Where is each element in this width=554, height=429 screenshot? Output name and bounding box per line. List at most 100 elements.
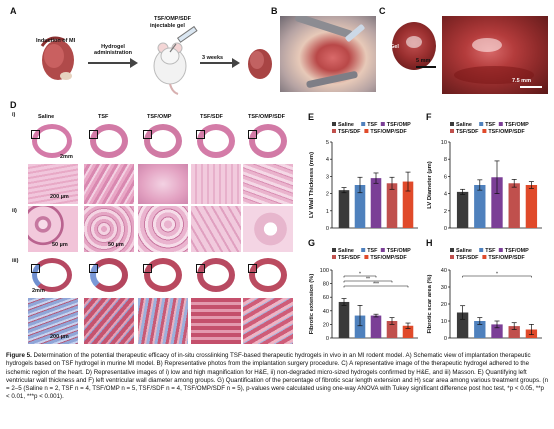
y-tick-label: 2 [326, 192, 329, 198]
bar-tsf-omp-sdf [402, 181, 414, 228]
scale-label-5mm: 5 mm [416, 58, 431, 64]
caption-title: Figure 5. [6, 352, 32, 359]
column-header-tsf-omp-sdf: TSF/OMP/SDF [248, 114, 285, 120]
column-header-tsf-omp: TSF/OMP [147, 114, 172, 120]
legend-label-saline: Saline [456, 122, 472, 128]
legend-label-tsf: TSF [485, 122, 496, 128]
hydrogel-admin-label: Hydrogel administration [94, 44, 132, 56]
legend-label-tsf-sdf: TSF/SDF [338, 129, 361, 135]
he-hydrogel-tsf-omp-sdf [243, 206, 293, 252]
legend-swatch [498, 248, 503, 252]
bar-tsf [354, 315, 366, 338]
panel-label-a: A [10, 6, 17, 16]
he-low-mag-tsf-omp-sdf [243, 122, 293, 162]
masson-low-mag-tsf-sdf [191, 256, 241, 296]
bar-tsf [354, 185, 366, 228]
y-axis-label: LV Diameter (µm) [427, 161, 433, 208]
legend-label-saline: Saline [338, 122, 354, 128]
masson-high-mag-tsf [84, 298, 134, 344]
bar-saline [456, 191, 469, 228]
syringe-icon [169, 25, 198, 53]
row-label-iii: iii) [12, 258, 19, 264]
masson-high-mag-tsf-omp [138, 298, 188, 344]
panel-label-f: F [426, 112, 432, 122]
bar-saline [456, 312, 469, 338]
legend-swatch [479, 248, 484, 252]
he-hydrogel-tsf-sdf [191, 206, 241, 252]
bar-tsf-omp [370, 315, 382, 338]
legend-label-tsf-omp-sdf: TSF/OMP/SDF [370, 255, 407, 261]
scale-label-2mm: 2mm [60, 154, 73, 160]
legend-swatch [332, 248, 336, 252]
y-tick-label: 2 [444, 209, 447, 215]
he-hydrogel-tsf: 50 µm [84, 206, 134, 252]
he-high-mag-saline: 200 µm [28, 164, 78, 204]
he-low-mag-tsf-sdf [191, 122, 241, 162]
he-low-mag-tsf [84, 122, 134, 162]
y-tick-label: 0 [326, 336, 329, 342]
significance-label: * [496, 271, 498, 277]
bar-tsf-sdf [508, 183, 520, 228]
column-header-tsf-sdf: TSF/SDF [200, 114, 223, 120]
legend-swatch [482, 255, 487, 259]
legend-label-saline: Saline [338, 248, 354, 254]
y-tick-label: 4 [444, 192, 447, 198]
masson-high-mag-saline: 200 µm [28, 298, 78, 344]
scale-label-200um: 200 µm [50, 194, 69, 200]
bar-saline [338, 190, 350, 228]
he-high-mag-tsf-sdf [191, 164, 241, 204]
scale-label-75mm: 7.5 mm [512, 78, 531, 84]
bar-tsf-omp-sdf [402, 325, 414, 338]
y-tick-label: 0 [444, 226, 447, 232]
scale-label-50um: 50 µm [108, 242, 124, 248]
legend-label-saline: Saline [456, 248, 472, 254]
legend-label-tsf: TSF [367, 122, 378, 128]
significance-label: * [359, 271, 361, 277]
y-tick-label: 4 [326, 157, 329, 163]
panel-label-d: D [10, 100, 17, 110]
y-tick-label: 5 [326, 140, 329, 146]
legend-swatch [498, 122, 503, 126]
masson-high-mag-tsf-sdf [191, 298, 241, 344]
legend-label-tsf-omp: TSF/OMP [505, 248, 529, 254]
y-tick-label: 60 [323, 295, 329, 301]
bar-tsf [474, 321, 486, 338]
y-tick-label: 1 [326, 209, 329, 215]
induction-label: Induction of MI [36, 38, 76, 44]
y-axis-label: Fibrotic scar area (%) [427, 274, 433, 333]
panel-label-b: B [271, 6, 278, 16]
y-tick-label: 80 [323, 282, 329, 288]
scale-label-2mm: 2mm [32, 288, 45, 294]
y-tick-label: 10 [441, 319, 447, 325]
legend-label-tsf: TSF [367, 248, 378, 254]
he-hydrogel-tsf-omp [138, 206, 188, 252]
he-high-mag-tsf-omp [138, 164, 188, 204]
bar-tsf-sdf [508, 326, 520, 338]
legend-swatch [332, 255, 336, 259]
weeks-label: 3 weeks [202, 55, 224, 61]
y-tick-label: 8 [444, 157, 447, 163]
legend-label-tsf-sdf: TSF/SDF [456, 129, 479, 135]
legend-label-tsf-omp: TSF/OMP [505, 122, 529, 128]
he-low-mag-saline [28, 122, 78, 162]
panel-label-e: E [308, 112, 315, 122]
row-label-i: i) [12, 112, 16, 118]
masson-low-mag-tsf-omp [138, 256, 188, 296]
legend-swatch [482, 129, 487, 133]
legend-swatch [380, 122, 385, 126]
legend-swatch [361, 248, 366, 252]
legend-label-tsf-sdf: TSF/SDF [456, 255, 479, 261]
gel-label: Gel [390, 44, 399, 50]
masson-low-mag-tsf [84, 256, 134, 296]
column-header-tsf: TSF [98, 114, 109, 120]
y-tick-label: 3 [326, 174, 329, 180]
masson-low-mag-tsf-omp-sdf [243, 256, 293, 296]
bar-tsf-omp-sdf [525, 185, 538, 228]
row-label-ii: ii) [12, 208, 17, 214]
legend-label-tsf-omp: TSF/OMP [387, 122, 411, 128]
he-hydrogel-saline: 50 µm [28, 206, 78, 252]
he-high-mag-tsf [84, 164, 134, 204]
y-tick-label: 40 [323, 309, 329, 315]
legend-label-tsf-omp-sdf: TSF/OMP/SDF [488, 129, 525, 135]
